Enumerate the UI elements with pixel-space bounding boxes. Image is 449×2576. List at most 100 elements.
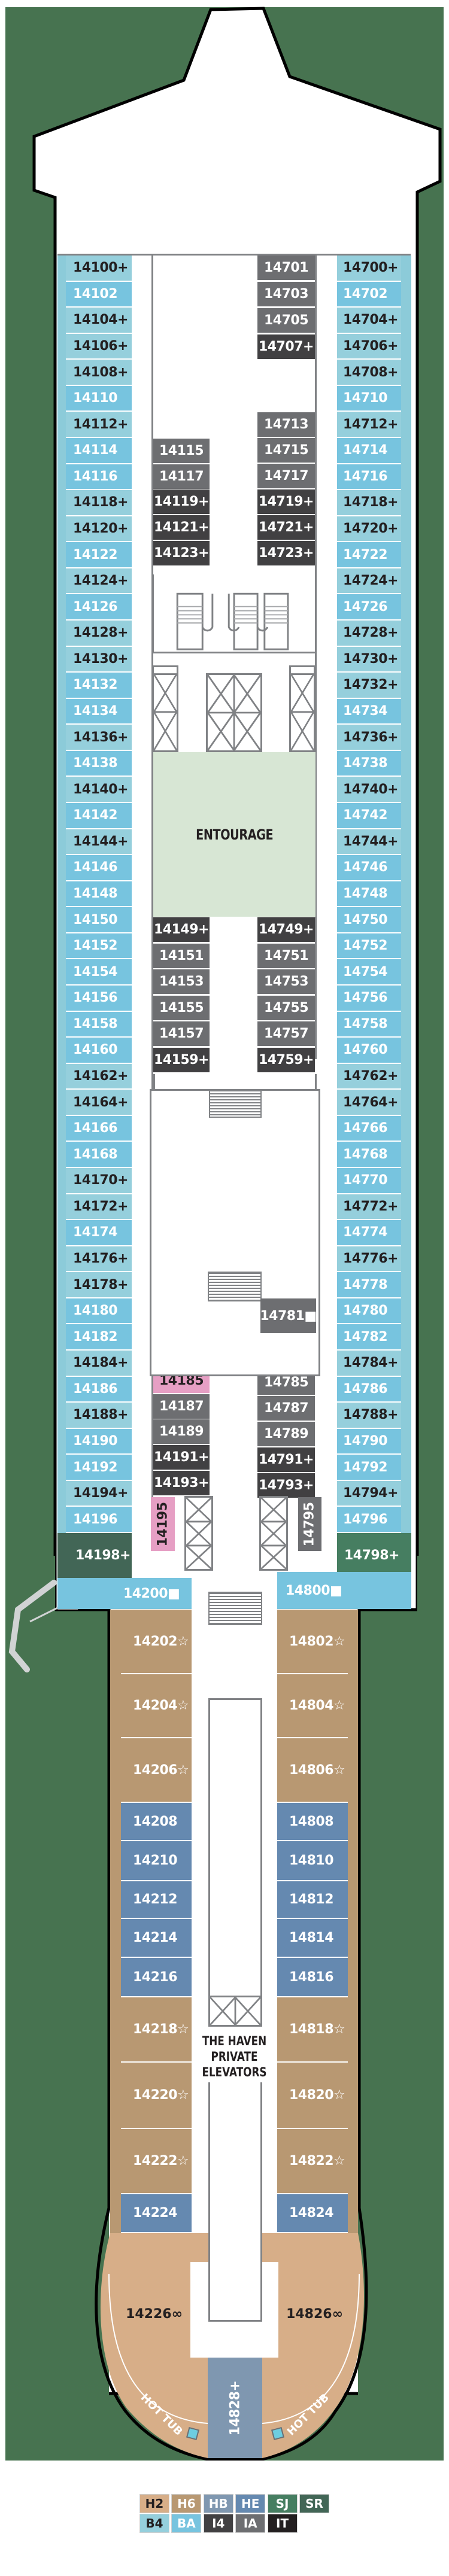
cabin-14708[interactable]: 14708+ [337,360,401,386]
cabin-14732[interactable]: 14732+ [337,673,401,699]
cabin-14155[interactable]: 14155 [153,996,210,1021]
cabin-14778[interactable]: 14778 [337,1272,401,1298]
cabin-14136[interactable]: 14136+ [66,725,132,751]
cabin-14224[interactable]: 14224 [121,2194,192,2233]
cabin-14820[interactable]: 14820☆ [277,2063,348,2129]
cabin-14157[interactable]: 14157 [153,1021,210,1047]
cabin-14186[interactable]: 14186 [66,1376,132,1403]
cabin-14191[interactable]: 14191+ [153,1445,210,1471]
cabin-14176[interactable]: 14176+ [66,1246,132,1273]
cabin-14812[interactable]: 14812 [277,1881,348,1919]
cabin-14770[interactable]: 14770 [337,1167,401,1194]
cabin-14794[interactable]: 14794+ [337,1480,401,1507]
cabin-14194[interactable]: 14194+ [66,1480,132,1507]
cabin-14118[interactable]: 14118+ [66,490,132,516]
cabin-14200[interactable]: 14200■ [57,1578,192,1609]
cabin-14156[interactable]: 14156 [66,985,132,1012]
entourage-lounge[interactable]: ENTOURAGE [153,752,315,917]
cabin-14146[interactable]: 14146 [66,855,132,881]
cabin-14806[interactable]: 14806☆ [277,1738,348,1803]
cabin-14707[interactable]: 14707+ [257,334,315,360]
cabin-14721[interactable]: 14721+ [257,515,315,541]
cabin-14788[interactable]: 14788+ [337,1403,401,1429]
cabin-14704[interactable]: 14704+ [337,308,401,334]
cabin-14792[interactable]: 14792 [337,1455,401,1481]
cabin-14749[interactable]: 14749+ [257,917,315,943]
cabin-14142[interactable]: 14142 [66,802,132,829]
cabin-14148[interactable]: 14148 [66,881,132,908]
cabin-14758[interactable]: 14758 [337,1011,401,1038]
cabin-14212[interactable]: 14212 [121,1881,192,1919]
cabin-14772[interactable]: 14772+ [337,1194,401,1221]
cabin-14149[interactable]: 14149+ [153,917,210,943]
cabin-14762[interactable]: 14762+ [337,1063,401,1090]
cabin-14190[interactable]: 14190 [66,1428,132,1455]
cabin-14128[interactable]: 14128+ [66,620,132,647]
cabin-14140[interactable]: 14140+ [66,777,132,803]
cabin-14202[interactable]: 14202☆ [121,1610,192,1674]
cabin-14734[interactable]: 14734 [337,698,401,725]
cabin-14187[interactable]: 14187 [153,1394,210,1420]
cabin-14193[interactable]: 14193+ [153,1471,210,1497]
cabin-14756[interactable]: 14756 [337,985,401,1012]
cabin-14121[interactable]: 14121+ [153,515,210,541]
cabin-14218[interactable]: 14218☆ [121,1997,192,2063]
cabin-14712[interactable]: 14712+ [337,412,401,438]
cabin-14119[interactable]: 14119+ [153,489,210,515]
cabin-14138[interactable]: 14138 [66,750,132,777]
cabin-14776[interactable]: 14776+ [337,1246,401,1273]
cabin-14166[interactable]: 14166 [66,1115,132,1142]
cabin-14784[interactable]: 14784+ [337,1350,401,1377]
cabin-14114[interactable]: 14114 [66,437,132,464]
cabin-14724[interactable]: 14724+ [337,568,401,595]
cabin-14134[interactable]: 14134 [66,698,132,725]
cabin-14172[interactable]: 14172+ [66,1194,132,1221]
cabin-14152[interactable]: 14152 [66,933,132,960]
cabin-14700[interactable]: 14700+ [337,256,401,282]
cabin-14826[interactable]: 14826∞ [286,2307,343,2322]
cabin-14719[interactable]: 14719+ [257,489,315,515]
cabin-14781[interactable]: 14781■ [260,1298,317,1334]
cabin-14154[interactable]: 14154 [66,959,132,986]
cabin-14214[interactable]: 14214 [121,1919,192,1958]
cabin-14822[interactable]: 14822☆ [277,2129,348,2194]
cabin-14702[interactable]: 14702 [337,281,401,308]
cabin-14151[interactable]: 14151 [153,944,210,969]
cabin-14123[interactable]: 14123+ [153,541,210,567]
cabin-14824[interactable]: 14824 [277,2194,348,2233]
cabin-14715[interactable]: 14715 [257,438,315,464]
cabin-14216[interactable]: 14216 [121,1958,192,1997]
cabin-14220[interactable]: 14220☆ [121,2063,192,2129]
cabin-14204[interactable]: 14204☆ [121,1674,192,1738]
cabin-14730[interactable]: 14730+ [337,646,401,673]
cabin-14158[interactable]: 14158 [66,1011,132,1038]
cabin-14206[interactable]: 14206☆ [121,1738,192,1803]
cabin-14726[interactable]: 14726 [337,594,401,621]
cabin-14740[interactable]: 14740+ [337,777,401,803]
cabin-14766[interactable]: 14766 [337,1115,401,1142]
cabin-14210[interactable]: 14210 [121,1841,192,1881]
cabin-14804[interactable]: 14804☆ [277,1674,348,1738]
cabin-14722[interactable]: 14722 [337,542,401,568]
cabin-14818[interactable]: 14818☆ [277,1997,348,2063]
cabin-14144[interactable]: 14144+ [66,829,132,856]
cabin-14117[interactable]: 14117 [153,464,210,490]
cabin-14723[interactable]: 14723+ [257,541,315,567]
cabin-14714[interactable]: 14714 [337,437,401,464]
cabin-14122[interactable]: 14122 [66,542,132,568]
cabin-14150[interactable]: 14150 [66,907,132,933]
cabin-14703[interactable]: 14703 [257,282,315,308]
cabin-14789[interactable]: 14789 [257,1422,315,1447]
cabin-14112[interactable]: 14112+ [66,412,132,438]
cabin-14189[interactable]: 14189 [153,1419,210,1445]
cabin-14750[interactable]: 14750 [337,907,401,933]
cabin-14182[interactable]: 14182 [66,1324,132,1351]
cabin-14755[interactable]: 14755 [257,996,315,1021]
cabin-14170[interactable]: 14170+ [66,1167,132,1194]
cabin-14102[interactable]: 14102 [66,281,132,308]
cabin-14222[interactable]: 14222☆ [121,2129,192,2194]
cabin-14104[interactable]: 14104+ [66,308,132,334]
cabin-14764[interactable]: 14764+ [337,1090,401,1116]
cabin-14796[interactable]: 14796 [337,1507,401,1533]
cabin-14192[interactable]: 14192 [66,1455,132,1481]
